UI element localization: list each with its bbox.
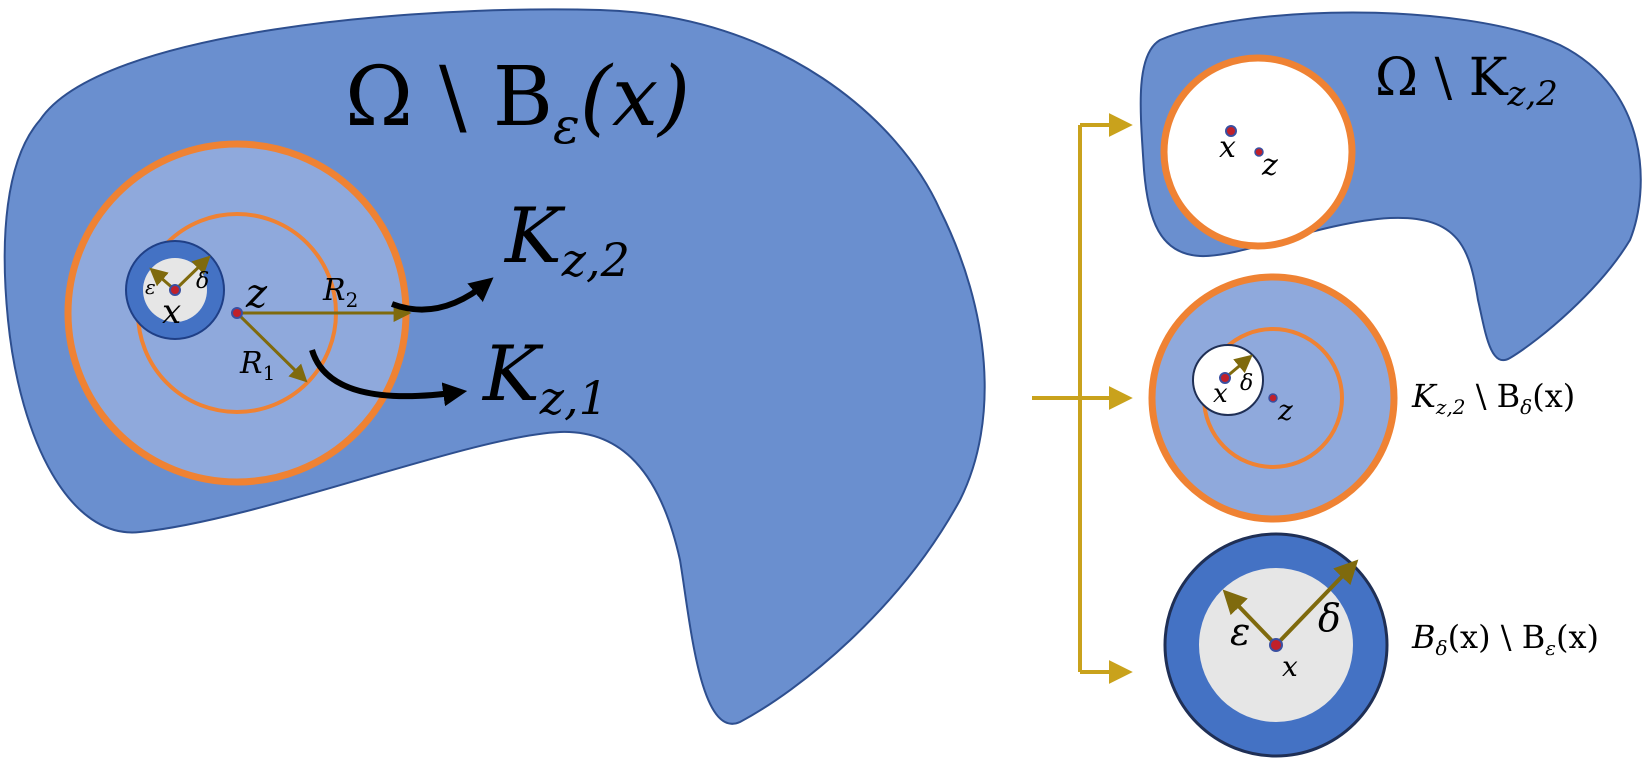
panel-mid-label-x: x bbox=[1213, 379, 1228, 409]
point-x bbox=[169, 284, 181, 296]
panel-top-label: Ω \ Kz,2 bbox=[1375, 48, 1558, 114]
label-radius-delta: δ bbox=[196, 269, 209, 294]
arrow-delta bbox=[173, 255, 211, 292]
main-domain: Ω \ Bε(x) Kz,2 Kz,1 x z ε δ R2 R1 bbox=[3, 8, 986, 725]
panel-bot-label-delta: δ bbox=[1318, 596, 1341, 640]
panel-bot-point-x bbox=[1269, 638, 1283, 652]
label-Kz2: Kz,2 bbox=[503, 191, 630, 287]
panel-bot: x ε δ Bδ(x) \ Bε(x) bbox=[1163, 532, 1599, 758]
panel-mid-label: Kz,2 \ Bδ(x) bbox=[1411, 377, 1575, 419]
arrow-R1 bbox=[235, 311, 308, 383]
panel-mid-label-z: z bbox=[1277, 394, 1293, 427]
arrow-to-Kz1 bbox=[309, 349, 468, 407]
panel-top-label-z: z bbox=[1261, 148, 1278, 183]
panel-bot-label: Bδ(x) \ Bε(x) bbox=[1411, 618, 1599, 660]
label-radius-eps: ε bbox=[145, 275, 156, 299]
panel-bot-arrow-delta bbox=[1274, 559, 1359, 647]
panel-mid-label-delta: δ bbox=[1240, 371, 1253, 396]
panel-mid: x δ z Kz,2 \ Bδ(x) bbox=[1148, 273, 1575, 523]
panel-top-label-x: x bbox=[1219, 130, 1236, 165]
arrow-to-Kz2 bbox=[390, 277, 494, 313]
label-Kz1: Kz,1 bbox=[481, 329, 608, 425]
panel-mid-point-x bbox=[1219, 372, 1231, 384]
bracket-connector bbox=[1032, 113, 1133, 684]
panel-top-point-x bbox=[1225, 125, 1237, 137]
label-R2: R2 bbox=[322, 273, 358, 312]
panel-top: x z Ω \ Kz,2 bbox=[1139, 11, 1642, 362]
label-point-z: z bbox=[245, 271, 268, 317]
panel-bot-arrow-eps bbox=[1222, 589, 1278, 647]
label-point-x: x bbox=[162, 292, 181, 332]
label-R1: R1 bbox=[239, 346, 275, 385]
panel-bot-label-eps: ε bbox=[1230, 610, 1250, 654]
panel-mid-point-z bbox=[1268, 393, 1278, 403]
point-z bbox=[231, 307, 243, 319]
panel-top-point-z bbox=[1254, 147, 1264, 157]
panel-bot-label-x: x bbox=[1282, 650, 1298, 683]
region-label: Ω \ Bε(x) bbox=[345, 50, 690, 155]
